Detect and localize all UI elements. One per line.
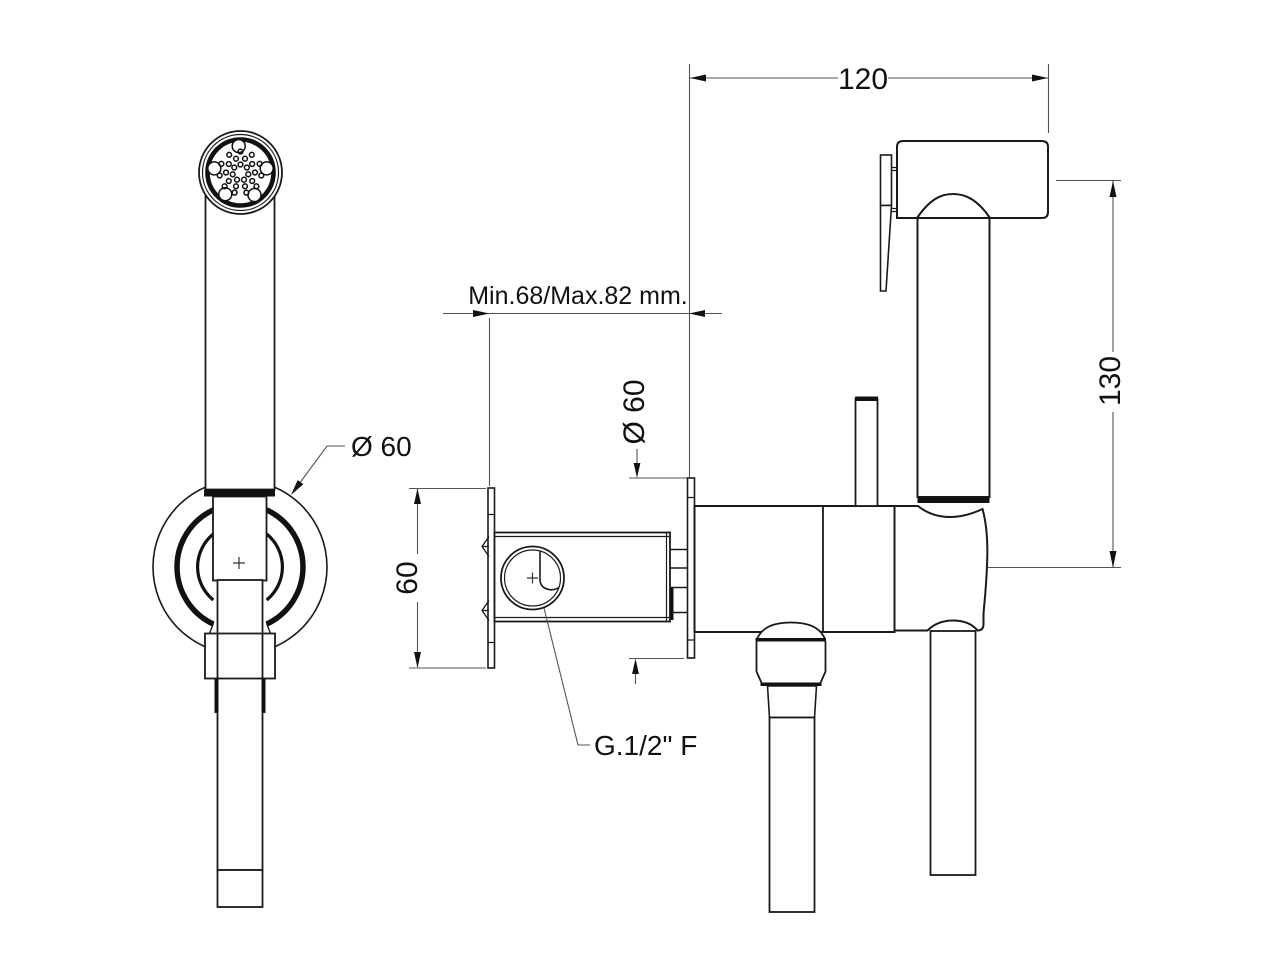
- valve-body: [693, 505, 896, 633]
- dim-flange-diameter: Ø 60: [618, 379, 687, 684]
- control-lever: [854, 398, 879, 507]
- dim-label-plate-height: 60: [391, 561, 424, 594]
- dim-thread-connection: G.1/2" F: [543, 607, 697, 761]
- spray-face-notches: [207, 138, 274, 203]
- section-view-concealed-body: G.1/2" F 60 Min.68/Max.82 mm. Ø 60: [391, 282, 722, 761]
- dim-recess-depth: Min.68/Max.82 mm.: [443, 282, 722, 486]
- head-shoulder-curve: [916, 192, 991, 219]
- dim-overall-height: 130: [988, 179, 1127, 569]
- dim-label-height-130: 130: [1094, 356, 1127, 406]
- valve-crescent: [539, 551, 560, 591]
- dim-plate-height: 60: [391, 487, 486, 669]
- spray-nozzle-holes: [216, 148, 265, 196]
- supply-connection: [755, 621, 827, 913]
- side-view-hand-shower: 120 130: [686, 63, 1127, 913]
- dim-projection-width: 120: [688, 63, 1050, 477]
- wall-hook: [879, 154, 897, 292]
- handle-end-cap: [216, 869, 264, 908]
- wand-holder-cup: [893, 505, 989, 632]
- center-mark: [527, 572, 538, 584]
- wall-flange: [686, 477, 696, 659]
- handle-neck: [212, 495, 268, 582]
- thread-label: G.1/2" F: [594, 730, 697, 761]
- leader-arrowhead: [291, 480, 304, 495]
- dim-label-flange-diameter: Ø 60: [618, 379, 651, 444]
- holder-bracket: [204, 632, 276, 680]
- spray-head-side: [896, 140, 1049, 219]
- dim-label-width-120: 120: [838, 63, 888, 96]
- spray-head-face: [198, 130, 283, 215]
- mounting-screw-icon: [481, 536, 490, 621]
- center-mark: [233, 557, 245, 569]
- front-view-hand-shower: Ø 60: [152, 130, 412, 908]
- dim-label-front-diameter: Ø 60: [351, 431, 412, 462]
- supply-pipe: [768, 716, 816, 913]
- dim-front-holder-diameter: Ø 60: [291, 431, 412, 495]
- handle-lower-tube: [216, 579, 264, 871]
- wand-lower-pipe: [929, 630, 977, 876]
- handle-upper-tube: [204, 177, 276, 491]
- dim-label-depth-range: Min.68/Max.82 mm.: [468, 282, 688, 310]
- wand-upper-tube: [916, 217, 991, 498]
